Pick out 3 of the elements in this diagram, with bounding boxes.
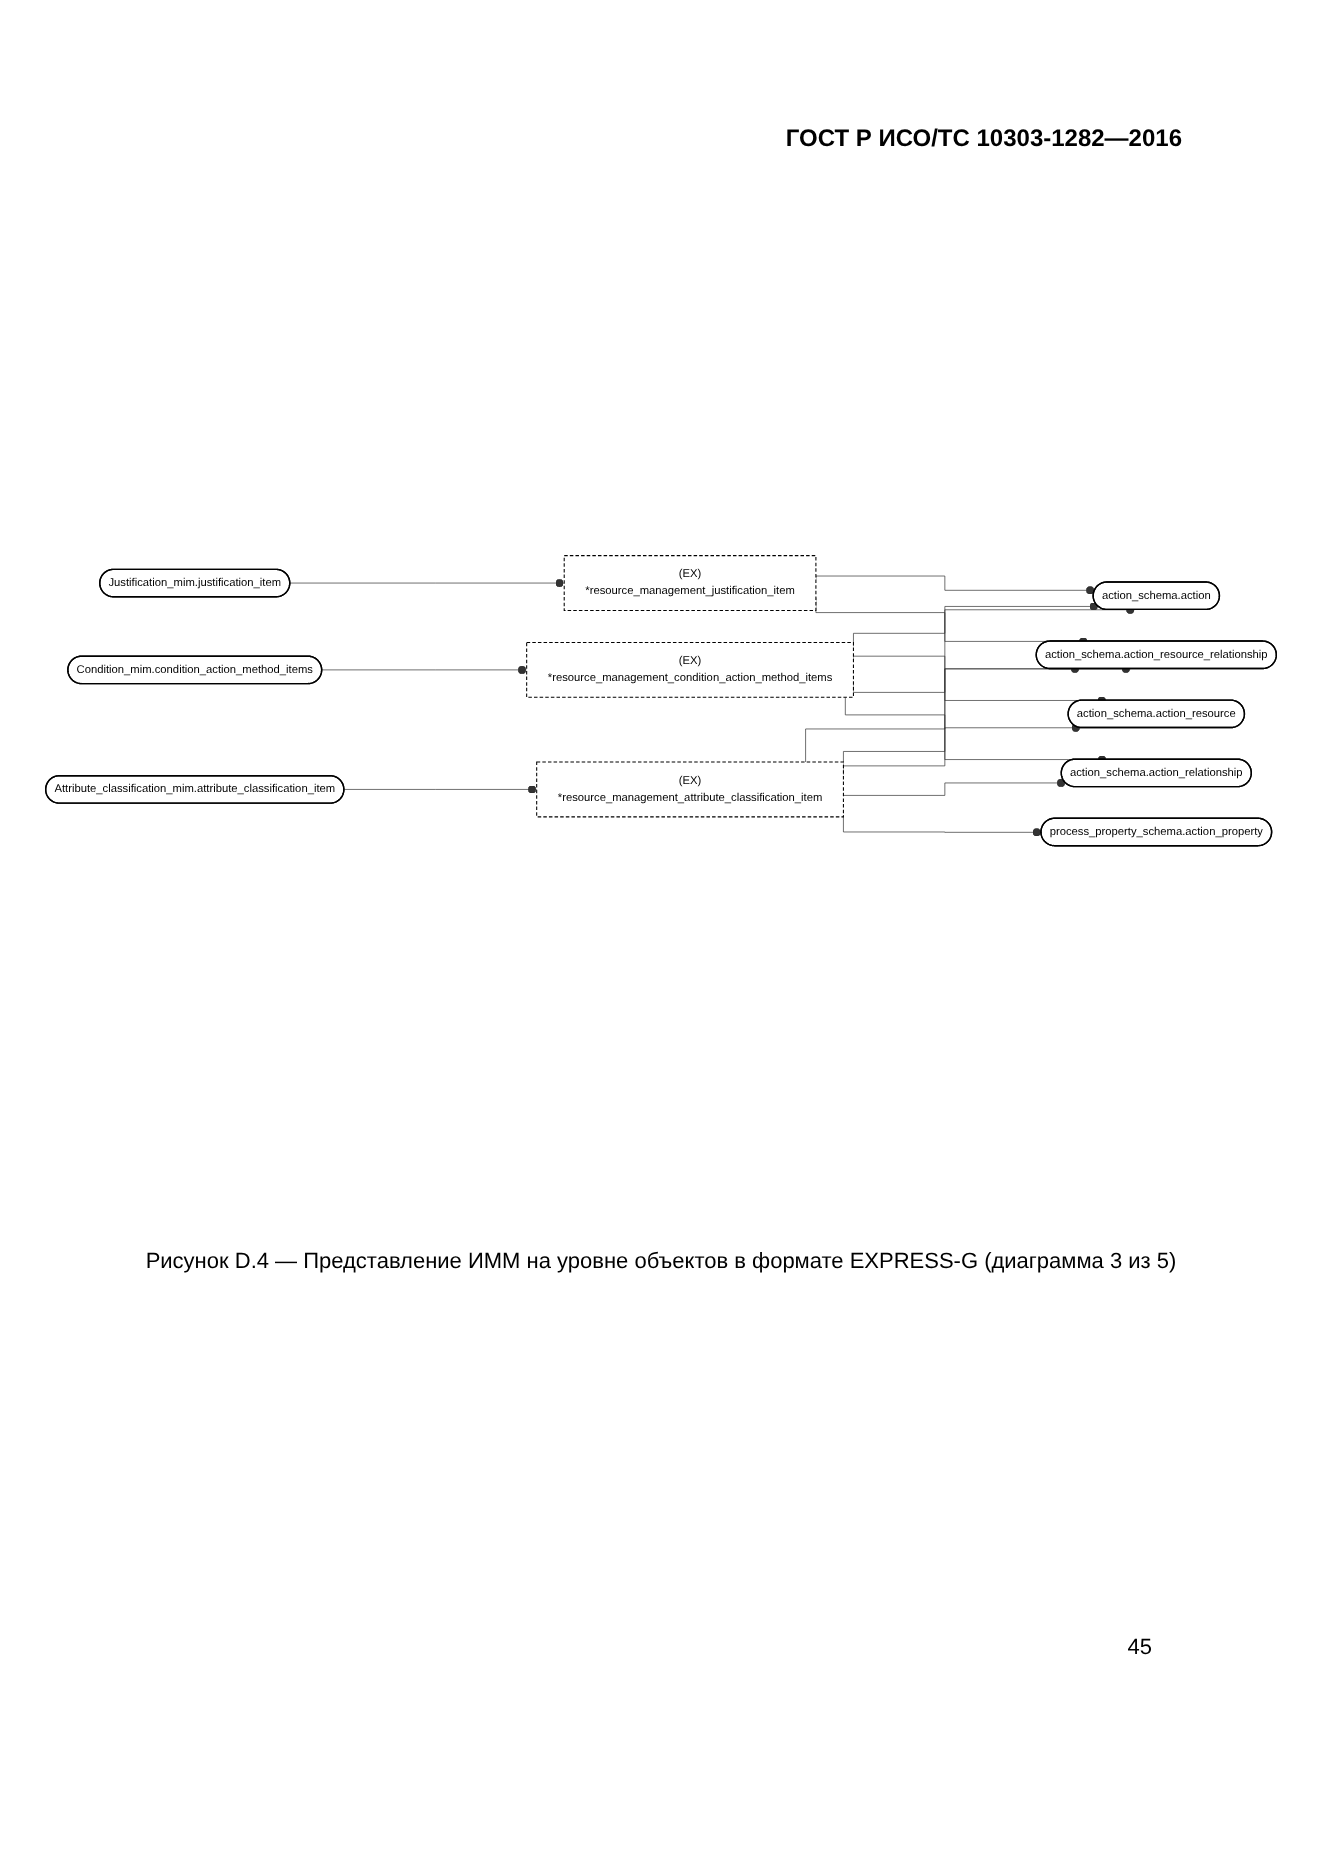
page-number: 45 — [1127, 1636, 1152, 1660]
figure-caption: Рисунок D.4 — Представление ИММ на уровне объектов в формате EXPRESS-G (диаграмма 3 из 5) — [143, 1250, 1179, 1274]
document-header: ГОСТ Р ИСО/ТС 10303-1282—2016 — [785, 124, 1182, 152]
